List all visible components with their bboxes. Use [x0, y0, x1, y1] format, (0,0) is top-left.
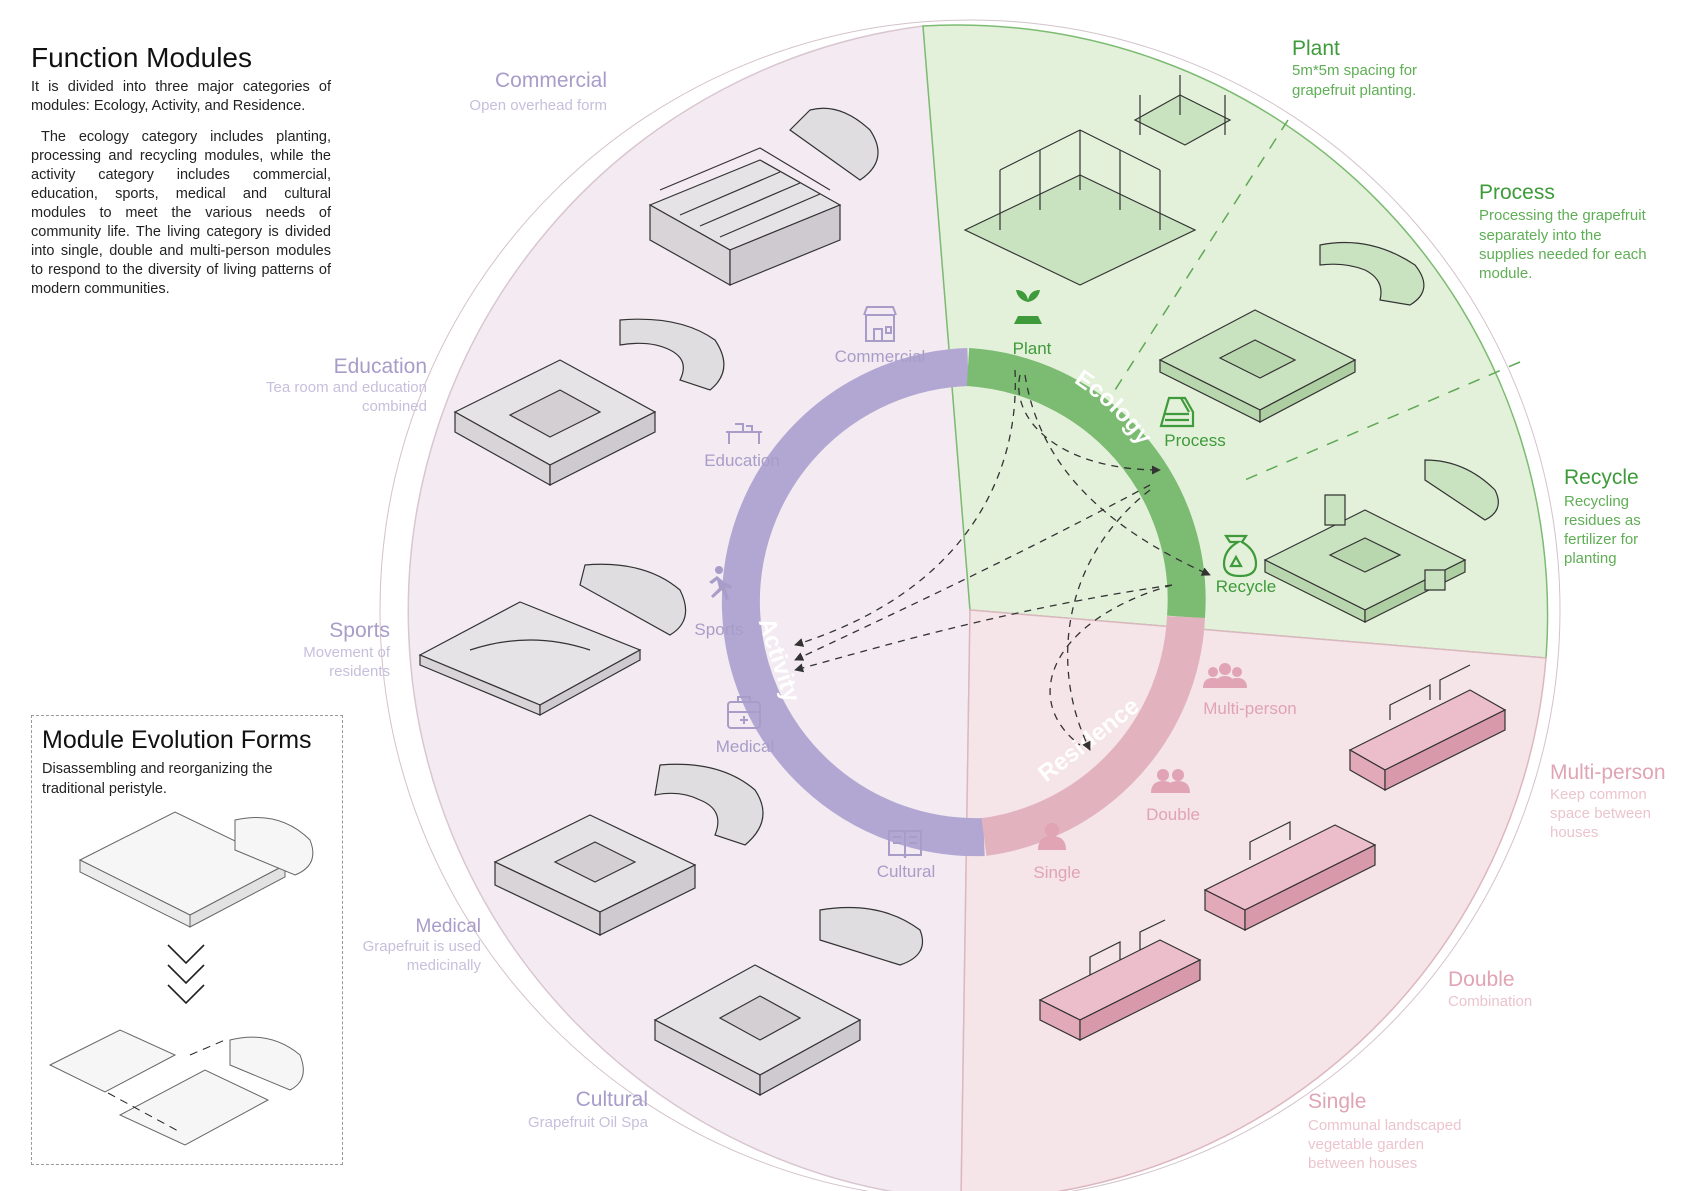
double-model [1203, 821, 1377, 931]
medical-desc-line-1: Grapefruit is used [363, 938, 481, 955]
diagram-outer-circle [379, 19, 1561, 1191]
double-title: Double [1448, 968, 1515, 991]
double-icon-label: Double [1146, 805, 1200, 824]
single-icon-label: Single [1033, 863, 1080, 882]
activity-ring-segment [721, 348, 985, 857]
intro-block: Function Modules It is divided into thre… [31, 42, 331, 311]
education-desc-line-1: Tea room and education [266, 379, 427, 396]
sports-title: Sports [329, 619, 390, 642]
cultural-model [653, 906, 924, 1097]
medical-icon-label: Medical [716, 737, 775, 756]
multi-person-title: Multi-person [1550, 761, 1666, 784]
recycle-title: Recycle [1564, 466, 1639, 489]
plant-desc-line-1: 5m*5m spacing for [1292, 62, 1417, 79]
recycle-desc-line-4: planting [1564, 550, 1617, 567]
chevron-down-icon [167, 944, 205, 1005]
storefront-icon [863, 306, 897, 342]
process-icon-label: Process [1164, 431, 1225, 450]
recycle-desc-line-1: Recycling [1564, 493, 1629, 510]
two-people-icon [1151, 769, 1190, 793]
residence-ring-segment [981, 615, 1205, 856]
cultural-icon-label: Cultural [877, 862, 936, 881]
education-title: Education [334, 355, 427, 378]
plant-model [963, 75, 1232, 286]
multi-person-desc-line-2: space between [1550, 805, 1651, 822]
multi-person-desc-line-1: Keep common [1550, 786, 1647, 803]
commercial-title: Commercial [495, 69, 607, 92]
single-title: Single [1308, 1090, 1366, 1113]
sports-model [418, 563, 687, 717]
sports-desc-line-2: residents [329, 663, 390, 680]
process-desc-line-2: separately into the [1479, 227, 1602, 244]
single-desc-line-2: vegetable garden [1308, 1136, 1424, 1153]
process-box-icon [1159, 396, 1195, 428]
process-desc-line-3: supplies needed for each [1479, 246, 1647, 263]
seedling-icon [1014, 290, 1042, 324]
medical-model [493, 763, 764, 936]
multi-person-desc-line-3: houses [1550, 824, 1598, 841]
commercial-desc-line-1: Open overhead form [469, 97, 607, 114]
education-model [453, 318, 725, 487]
medical-title: Medical [416, 916, 481, 937]
plant-title: Plant [1292, 37, 1340, 60]
recycle-bag-icon [1222, 534, 1258, 578]
commercial-model [648, 107, 879, 287]
evolution-title: Module Evolution Forms [42, 726, 312, 754]
group-people-icon [1203, 663, 1247, 688]
peristyle-model-top [78, 811, 314, 928]
recycle-desc-line-3: fertilizer for [1564, 531, 1638, 548]
module-evolution-panel: Module Evolution Forms Disassembling and… [31, 715, 343, 1165]
recycle-model [1263, 459, 1499, 623]
book-icon [888, 830, 922, 859]
cultural-title: Cultural [576, 1088, 648, 1111]
single-desc-line-3: between houses [1308, 1155, 1417, 1172]
double-desc-line-1: Combination [1448, 993, 1532, 1010]
recycle-icon-label: Recycle [1216, 577, 1276, 596]
process-desc-line-4: module. [1479, 265, 1532, 282]
single-model [1038, 919, 1202, 1041]
process-model [1158, 241, 1425, 423]
recycle-desc-line-2: residues as [1564, 512, 1641, 529]
multi-person-model [1348, 664, 1507, 792]
process-desc-line-1: Processing the grapefruit [1479, 207, 1647, 224]
peristyle-model-bottom [48, 1029, 304, 1146]
commercial-icon-label: Commercial [835, 347, 926, 366]
medical-kit-icon [727, 696, 761, 729]
sports-desc-line-1: Movement of [303, 644, 391, 661]
education-desc-line-2: combined [362, 398, 427, 415]
intro-paragraph-1: It is divided into three major categorie… [31, 79, 331, 114]
process-title: Process [1479, 181, 1555, 204]
page-title: Function Modules [31, 42, 253, 73]
desk-icon [726, 423, 762, 444]
plant-desc-line-2: grapefruit planting. [1292, 82, 1416, 99]
ecology-dividers [1114, 119, 1521, 483]
evolution-description: Disassembling and reorganizing the tradi… [42, 761, 273, 797]
education-icon-label: Education [704, 451, 780, 470]
medical-desc-line-2: medicinally [407, 957, 482, 974]
plant-icon-label: Plant [1013, 339, 1052, 358]
running-person-icon [709, 566, 732, 600]
intro-paragraph-2: The ecology category includes planting, … [31, 129, 331, 297]
cultural-desc-line-1: Grapefruit Oil Spa [528, 1114, 649, 1131]
multi-person-icon-label: Multi-person [1203, 699, 1297, 718]
flow-arrows [794, 369, 1211, 751]
sports-icon-label: Sports [694, 620, 743, 639]
single-desc-line-1: Communal landscaped [1308, 1117, 1461, 1134]
single-person-icon [1038, 823, 1066, 850]
